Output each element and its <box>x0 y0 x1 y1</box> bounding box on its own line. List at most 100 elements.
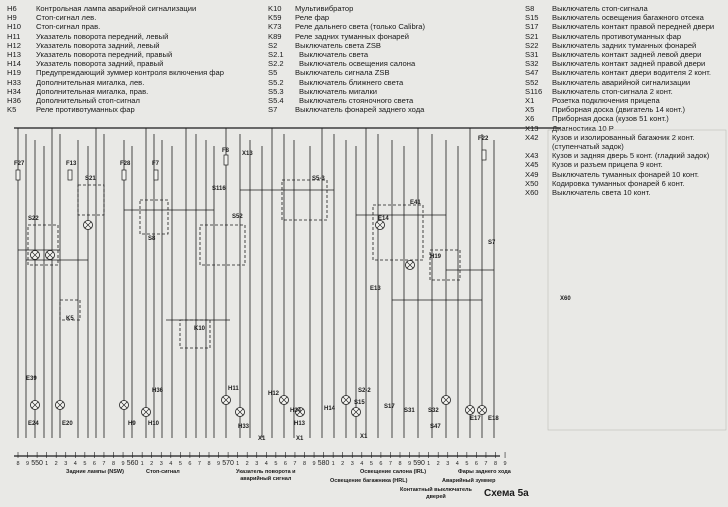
lamp-cross <box>46 251 54 259</box>
component-label: S15 <box>354 400 365 406</box>
legend-text: Выключатель задних туманных фонарей <box>552 40 697 50</box>
legend-code: S116 <box>525 86 543 96</box>
legend-text: Диагностика 10 Р <box>552 123 614 133</box>
component-label: X1 <box>258 436 266 442</box>
scale-number: 3 <box>160 461 163 467</box>
legend-item: (ступенчатый задок) <box>525 142 714 151</box>
legend-text: Выключатель фонарей заднего хода <box>295 105 425 115</box>
legend-code: S21 <box>525 31 539 41</box>
legend-code: X50 <box>525 178 539 188</box>
component-label: F13 <box>66 161 77 167</box>
scale-number: 8 <box>16 461 19 467</box>
component-box <box>281 179 328 221</box>
caption-trunk: Освещение багажника (HRL) <box>330 478 408 484</box>
legend-code: S17 <box>525 22 539 32</box>
legend-code: X42 <box>525 132 539 142</box>
component-label: F8 <box>222 148 230 154</box>
legend-item: S47 Выключатель контакт двери водителя 2 … <box>525 68 714 77</box>
fuse-icon <box>121 169 127 181</box>
legend-code: S15 <box>525 13 539 23</box>
legend-code: X1 <box>525 96 535 106</box>
component-label: S5-3 <box>312 176 325 182</box>
component-label: S22 <box>28 216 39 222</box>
component-label: S31 <box>404 408 415 414</box>
fuse-icon <box>481 149 487 161</box>
scale-number: 7 <box>198 461 201 467</box>
caption-interior: Освещение салона (IRL) <box>360 469 427 475</box>
legend-code: H11 <box>7 31 21 41</box>
scale-number: 8 <box>112 461 115 467</box>
fuse-icon <box>67 169 73 181</box>
legend-code: S5.2 <box>268 77 284 87</box>
legend-text: Кузов и разъем прицепа 9 конт. <box>552 160 663 170</box>
legend-code: S47 <box>525 68 539 78</box>
scale-number: 7 <box>293 461 296 467</box>
component-box <box>59 299 81 321</box>
scale-number: 2 <box>55 461 58 467</box>
legend-text: Указатель поворота передний, левый <box>36 31 169 41</box>
scale-number: 4 <box>360 461 363 467</box>
scale-number: 9 <box>313 461 316 467</box>
fuse-icon <box>153 169 159 181</box>
scale-number: 2 <box>437 461 440 467</box>
scale-number: 580 <box>318 460 330 467</box>
legend-code: S8 <box>525 4 535 13</box>
component-label: H14 <box>324 406 336 412</box>
scale-number: 3 <box>351 461 354 467</box>
lamp-cross <box>31 401 39 409</box>
component-label: E41 <box>410 200 421 206</box>
legend-code: H33 <box>7 77 21 87</box>
scale-number: 7 <box>389 461 392 467</box>
legend-text: Розетка подключения прицепа <box>552 96 660 106</box>
component-label: S47 <box>430 424 441 430</box>
scale-number: 5 <box>274 461 277 467</box>
legend-text: Выключатель противотуманных фар <box>552 31 682 41</box>
scale-number: 2 <box>341 461 344 467</box>
legend-text: Выключатель света 10 конт. <box>552 188 651 198</box>
legend-code: S5.4 <box>268 96 284 106</box>
legend-text: Предупреждающий зуммер контроля включени… <box>36 68 224 78</box>
scale-number: 560 <box>127 460 139 467</box>
lamp-cross <box>442 396 450 404</box>
component-label: E17 <box>470 416 481 422</box>
scale-number: 9 <box>408 461 411 467</box>
legend-text: Выключатель ближнего света <box>299 77 404 87</box>
component-box <box>77 184 105 216</box>
legend-text: Указатель поворота передний, правый <box>36 50 173 60</box>
component-label: H36 <box>152 388 164 394</box>
component-label: F7 <box>152 161 160 167</box>
lamp-cross <box>84 221 92 229</box>
component-label: X1 <box>296 436 304 442</box>
legend-text: Выключатель контакт двери водителя 2 кон… <box>552 68 711 78</box>
component-label: F22 <box>478 136 489 142</box>
caption-turn-line2: аварийный сигнал <box>240 476 292 482</box>
scale-number: 8 <box>398 461 401 467</box>
legend-code: K89 <box>268 31 282 41</box>
caption-door-line1: Контактный выключатель <box>400 487 472 493</box>
component-label: S116 <box>212 186 226 192</box>
scale-number: 1 <box>427 461 430 467</box>
legend-item: S21 Выключатель противотуманных фар <box>525 32 714 41</box>
legend-code: S5 <box>268 68 278 78</box>
lamp-cross <box>406 261 414 269</box>
legend-code: X60 <box>525 188 539 198</box>
legend-code: X49 <box>525 169 539 179</box>
scale-number: 4 <box>265 461 268 467</box>
lamp-cross <box>222 396 230 404</box>
legend-code: H14 <box>7 59 21 69</box>
legend-text: Выключатель стояночного света <box>299 96 414 106</box>
